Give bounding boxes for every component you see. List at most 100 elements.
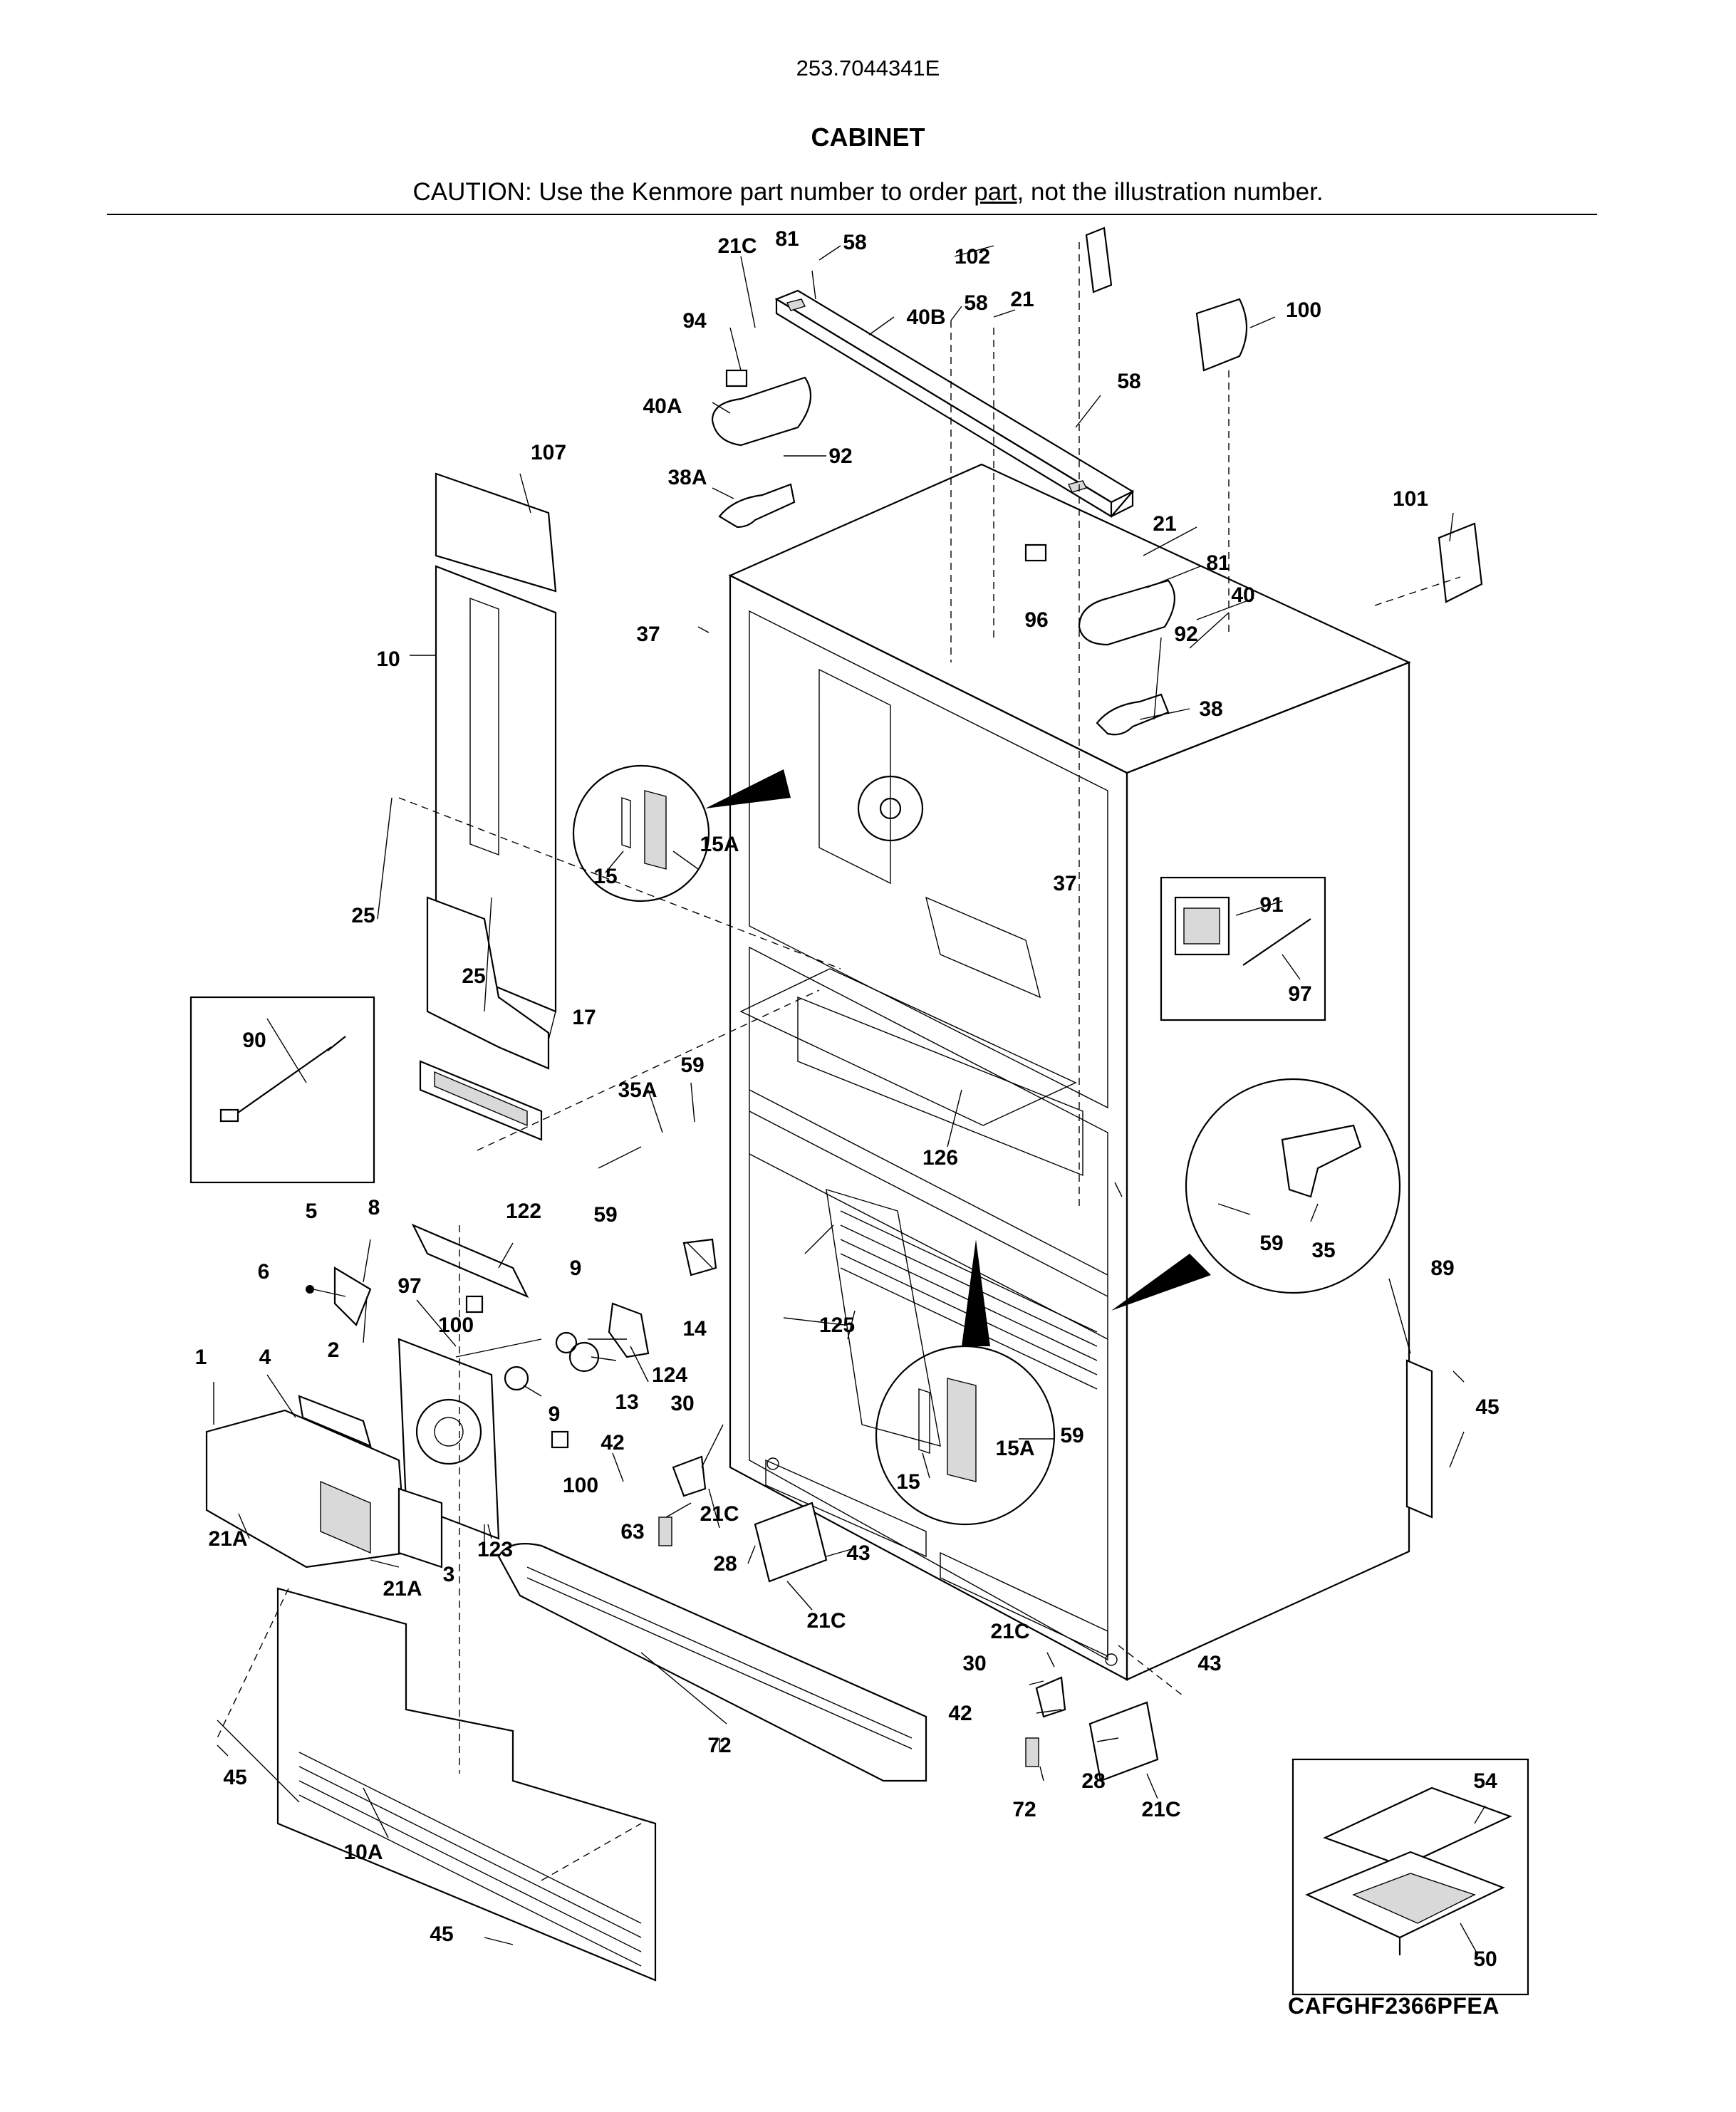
callout-93-upper: 94 xyxy=(682,309,707,333)
callout-8: 8 xyxy=(368,1196,380,1219)
detail-circle-upper-left xyxy=(572,764,791,902)
callout-81-right: 81 xyxy=(1206,551,1230,575)
callout-81-top: 81 xyxy=(775,227,799,251)
callout-123: 124 xyxy=(652,1363,687,1387)
callout-21-top-left: 21C xyxy=(717,234,757,258)
lower-panels xyxy=(276,1543,927,1982)
callout-9-lower: 9 xyxy=(549,1403,561,1426)
callout-28-right: 28 xyxy=(1081,1769,1105,1793)
callout-59-lower: 59 xyxy=(1060,1424,1083,1447)
callout-45-left: 45 xyxy=(223,1766,246,1789)
callout-14: 14 xyxy=(682,1317,707,1341)
callout-35A: 35A xyxy=(618,1078,657,1102)
callout-42-right: 42 xyxy=(948,1702,972,1725)
callout-58-middle: 58 xyxy=(964,291,987,315)
callout-92-upper: 92 xyxy=(828,444,852,468)
callout-40: 40 xyxy=(1231,583,1254,607)
callout-91: 91 xyxy=(1259,893,1283,917)
callout-6: 6 xyxy=(258,1260,270,1284)
air-duct-assembly xyxy=(419,472,557,1141)
callout-102: 102 xyxy=(955,245,990,269)
callout-107: 107 xyxy=(531,441,566,464)
callout-90: 90 xyxy=(242,1029,266,1052)
inset-box-50-54 xyxy=(1291,1758,1529,1996)
callout-72: 72 xyxy=(707,1734,731,1757)
callout-101: 101 xyxy=(1393,487,1428,511)
callout-30-right: 30 xyxy=(962,1652,986,1675)
callout-28-left: 28 xyxy=(713,1552,737,1576)
callout-13: 13 xyxy=(615,1390,638,1414)
roller-assemblies xyxy=(658,1455,1159,1782)
callout-10A: 10A xyxy=(343,1841,383,1864)
callout-5: 5 xyxy=(306,1200,318,1223)
leader-lines xyxy=(213,245,1486,1956)
callout-37-right: 37 xyxy=(1053,872,1076,895)
callout-21A-right: 21A xyxy=(383,1577,422,1601)
callout-121: 122 xyxy=(506,1200,541,1223)
callout-100: 100 xyxy=(1286,298,1321,322)
alignment-guides xyxy=(217,242,1461,1881)
callout-63-right: 72 xyxy=(1012,1798,1036,1821)
detail-circle-lower xyxy=(875,1239,1056,1526)
inset-box-90 xyxy=(189,996,375,1184)
diagram-code: CAFGHF2366PFEA xyxy=(1288,1993,1499,2019)
callout-15-lower: 15 xyxy=(896,1470,920,1494)
callout-labels: 21C 81 58 102 94 40B 58 21 100 58 40A 92… xyxy=(195,227,1499,1971)
callout-59-left: 59 xyxy=(593,1203,617,1227)
caution-prefix: CAUTION: Use the Kenmore part number to … xyxy=(412,178,974,206)
callout-42-left: 42 xyxy=(601,1431,624,1455)
callout-25-inner: 25 xyxy=(462,964,485,988)
callout-59-top: 59 xyxy=(680,1054,704,1077)
model-number: 253.7044341E xyxy=(796,56,940,80)
callout-63-left: 63 xyxy=(620,1520,644,1544)
callout-21-top-middle: 21 xyxy=(1010,288,1034,311)
callout-15-upper: 15 xyxy=(593,865,617,888)
section-title: CABINET xyxy=(811,123,925,152)
callout-97-upper: 100 xyxy=(438,1314,474,1337)
callout-9-upper: 9 xyxy=(570,1257,582,1280)
callout-3: 3 xyxy=(443,1563,455,1586)
cabinet-body xyxy=(728,463,1411,1681)
callout-30-left: 30 xyxy=(670,1392,694,1415)
callout-15A-lower: 15A xyxy=(995,1437,1034,1460)
callout-124: 125 xyxy=(819,1314,855,1337)
callout-92-lower: 92 xyxy=(1174,623,1197,646)
top-hinge-assembly xyxy=(711,227,1483,736)
callout-38A: 38A xyxy=(667,466,707,489)
caution-note: CAUTION: Use the Kenmore part number to … xyxy=(0,178,1736,207)
caution-part-link: part xyxy=(974,178,1017,206)
callout-21-top-right: 21 xyxy=(1153,512,1176,536)
callout-43-right: 43 xyxy=(1197,1652,1221,1675)
callout-15A-upper: 15A xyxy=(700,833,739,856)
callout-89: 89 xyxy=(1430,1257,1454,1280)
callout-25-left: 25 xyxy=(351,904,375,927)
callout-43-left: 43 xyxy=(846,1541,870,1565)
callout-17: 17 xyxy=(572,1006,596,1029)
callout-21C-middle: 21C xyxy=(806,1609,846,1633)
callout-40B: 40B xyxy=(906,306,945,329)
callout-21C-upper: 21C xyxy=(700,1502,739,1526)
detail-circle-right xyxy=(1111,1078,1401,1311)
callout-94: 97 xyxy=(1288,982,1311,1006)
inset-box-91-94 xyxy=(1160,876,1326,1021)
detail-circle-126 xyxy=(857,775,924,842)
callout-21A-left: 21A xyxy=(208,1527,247,1551)
callout-45-bottom: 45 xyxy=(430,1923,453,1946)
callout-97-lower: 100 xyxy=(563,1474,598,1497)
callout-96: 97 xyxy=(397,1274,421,1298)
callout-2: 2 xyxy=(328,1338,340,1362)
callout-40A: 40A xyxy=(643,395,682,418)
callout-45-right: 45 xyxy=(1475,1395,1499,1419)
caution-suffix: , not the illustration number. xyxy=(1017,178,1324,206)
callout-35: 35 xyxy=(1311,1239,1335,1262)
callout-59-circle: 59 xyxy=(1259,1232,1283,1255)
callout-1: 1 xyxy=(195,1346,207,1369)
callout-125: 126 xyxy=(922,1146,958,1170)
callout-38: 38 xyxy=(1199,697,1222,721)
callout-54: 54 xyxy=(1473,1769,1497,1793)
callout-50: 50 xyxy=(1473,1947,1497,1971)
callout-122: 123 xyxy=(477,1538,513,1561)
callout-58-top: 58 xyxy=(843,231,866,254)
fan-assembly xyxy=(205,1223,717,1569)
